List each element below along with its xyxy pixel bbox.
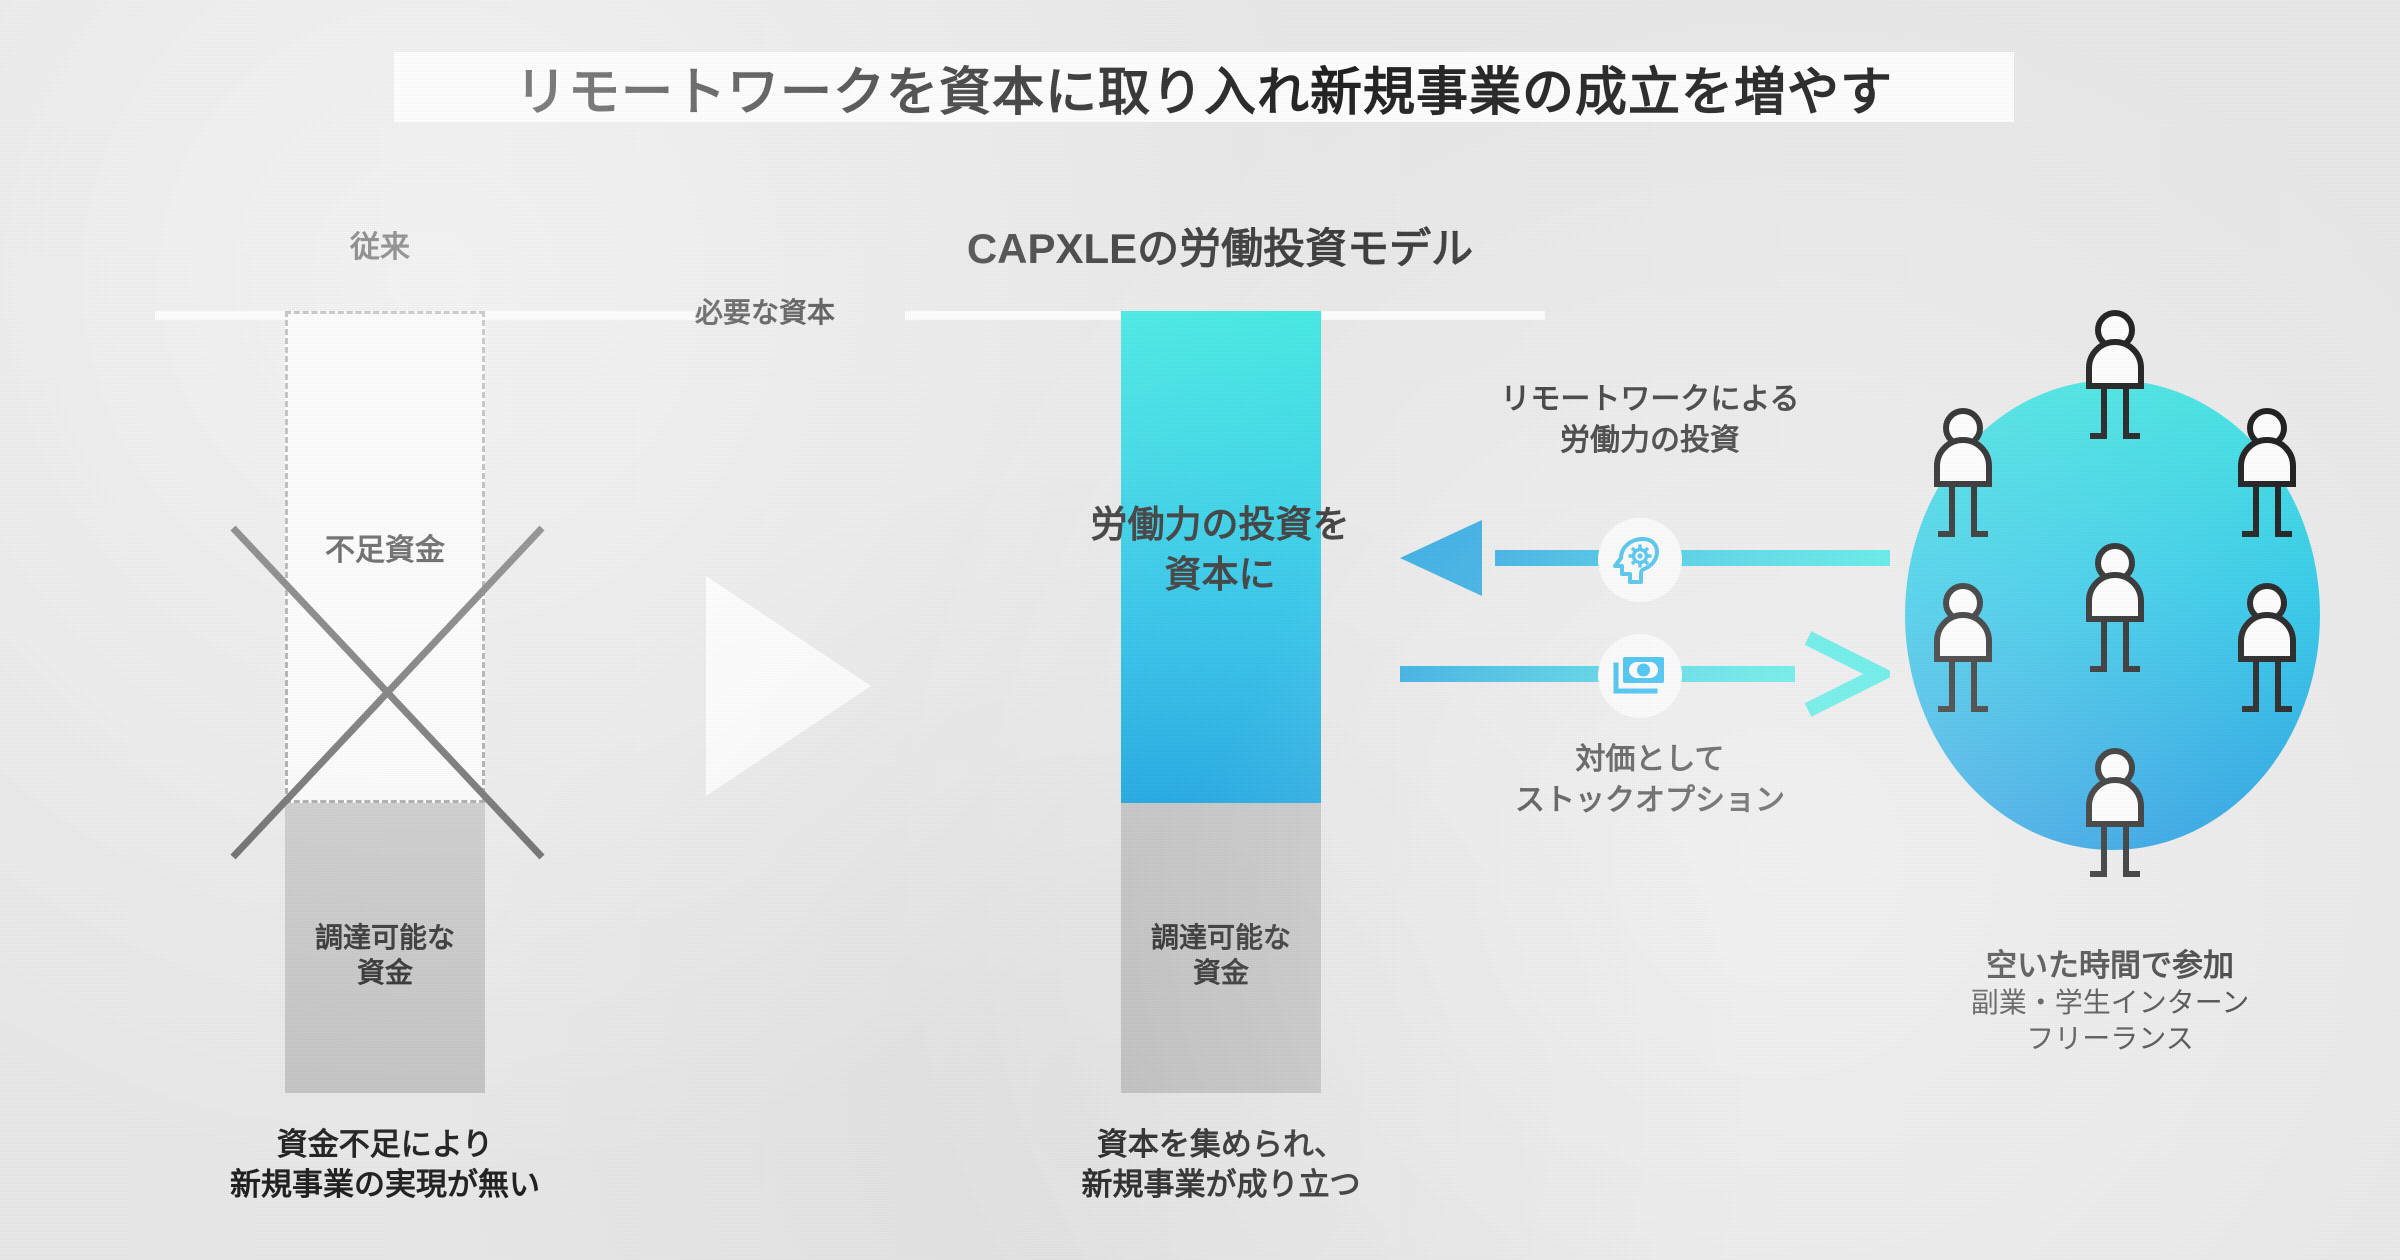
talent-pool-subtext-line2: フリーランス: [2026, 1023, 2194, 1055]
available-funds-label-legacy: 調達可能な 資金: [245, 920, 525, 990]
labor-investment-capital-label-line1: 労働力の投資を: [1090, 504, 1350, 545]
talent-pool-subtext: 副業・学生インターン フリーランス: [1890, 985, 2330, 1058]
stock-option-flow-caption-line1: 対価として: [1575, 743, 1725, 776]
legacy-caption-line2: 新規事業の実現が無い: [230, 1167, 540, 1203]
model-caption-line1: 資本を集められ、: [1096, 1127, 1346, 1162]
labor-investment-capital-label: 労働力の投資を 資本に: [1020, 500, 1420, 600]
labor-investment-flow-caption: リモートワークによる 労働力の投資: [1410, 380, 1890, 461]
available-funds-label-model-line2: 資金: [1192, 957, 1249, 988]
available-funds-label-model: 調達可能な 資金: [1081, 920, 1361, 990]
legacy-caption-line1: 資金不足により: [276, 1127, 494, 1162]
available-funds-label-legacy-line2: 資金: [356, 957, 413, 988]
legacy-caption: 資金不足により 新規事業の実現が無い: [170, 1125, 600, 1206]
model-caption-line2: 新規事業が成り立つ: [1081, 1167, 1361, 1203]
transition-arrow-triangle-icon: [706, 576, 871, 796]
labor-investment-flow-caption-line1: リモートワークによる: [1500, 383, 1800, 416]
required-capital-label: 必要な資本: [694, 297, 835, 328]
page-title: リモートワークを資本に取り入れ新規事業の成立を増やす: [514, 63, 1893, 122]
talent-pool-subtext-line1: 副業・学生インターン: [1970, 987, 2250, 1018]
talent-pool-people-icon: [1880, 295, 2350, 925]
required-capital-rule-right: [1320, 311, 1545, 320]
banknote-icon: [1598, 634, 1682, 718]
model-caption: 資本を集められ、 新規事業が成り立つ: [1006, 1125, 1436, 1206]
legacy-column-heading: 従来: [350, 231, 410, 264]
available-funds-label-legacy-line1: 調達可能な: [314, 922, 455, 953]
cross-out-x-icon: [230, 525, 545, 860]
stock-option-flow-caption-line2: ストックオプション: [1515, 783, 1785, 817]
head-gear-icon: [1598, 518, 1682, 602]
required-capital-rule-mid: [905, 311, 1140, 320]
labor-investment-capital-label-line2: 資本に: [1164, 553, 1276, 595]
stock-option-flow-caption: 対価として ストックオプション: [1410, 740, 1890, 821]
available-funds-label-model-line1: 調達可能な: [1150, 922, 1291, 953]
model-column-heading: CAPXLEの労働投資モデル: [966, 225, 1474, 272]
labor-investment-flow-caption-line2: 労働力の投資: [1560, 423, 1740, 457]
talent-pool-heading: 空いた時間で参加: [1986, 948, 2234, 983]
